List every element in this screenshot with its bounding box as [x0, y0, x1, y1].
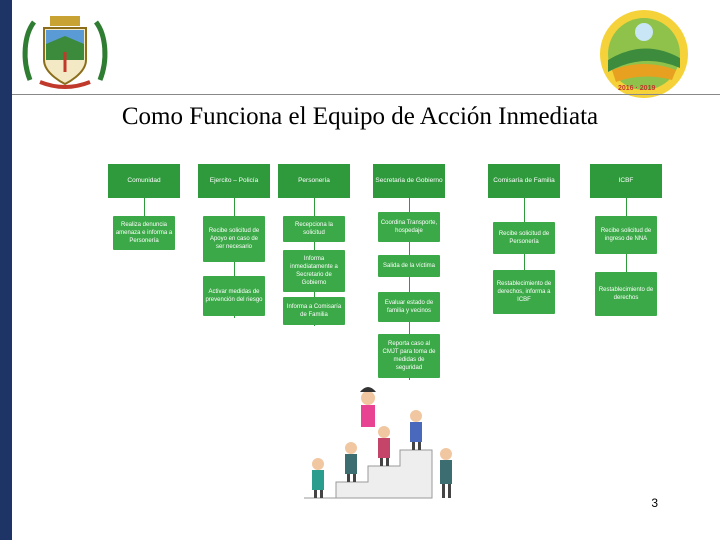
box-comunidad-1: Realiza denuncia amenaza e informa a Per…	[113, 216, 175, 250]
person-2	[345, 442, 357, 482]
header-comisaria: Comisaría de Familia	[488, 164, 560, 198]
column-secretaria: Secretaria de Gobierno	[373, 164, 445, 198]
box-personeria-1: Recepciona la solicitud	[283, 216, 345, 242]
box-secretaria-1: Coordina Transporte, hospedaje	[378, 212, 440, 242]
box-ejercito-2: Activar medidas de prevención del riesgo	[203, 276, 265, 316]
box-icbf-1: Recibe solicitud de ingreso de NNA	[595, 216, 657, 254]
header-icbf: ICBF	[590, 164, 662, 198]
header-comunidad: Comunidad	[108, 164, 180, 198]
header-secretaria: Secretaria de Gobierno	[373, 164, 445, 198]
box-ejercito-1: Recibe solicitud de Apoyo en caso de ser…	[203, 216, 265, 262]
column-icbf: ICBF	[590, 164, 662, 198]
box-secretaria-2: Salida de la víctima	[378, 255, 440, 277]
person-5	[360, 387, 376, 427]
title-divider	[12, 94, 720, 95]
person-3	[378, 426, 390, 466]
page-title: Como Funciona el Equipo de Acción Inmedi…	[0, 103, 720, 131]
team-stairs-illustration	[296, 378, 466, 506]
box-secretaria-4: Reporta caso al CMJT para toma de medida…	[378, 334, 440, 378]
coat-of-arms-logo	[20, 10, 110, 92]
person-1	[312, 458, 324, 498]
left-sidebar-bar	[0, 0, 12, 540]
box-comisaria-1: Recibe solicitud de Personería	[493, 222, 555, 254]
column-comunidad: Comunidad	[108, 164, 180, 198]
person-6	[440, 448, 452, 498]
header-ejercito: Ejercito – Policía	[198, 164, 270, 198]
column-ejercito: Ejercito – Policía	[198, 164, 270, 198]
box-personeria-2: Informa inmediatamente a Secretario de G…	[283, 250, 345, 292]
connector-comunidad	[144, 198, 145, 216]
svg-text:2016 · 2019: 2016 · 2019	[618, 85, 655, 92]
column-comisaria: Comisaría de Familia	[488, 164, 560, 198]
page-number: 3	[651, 496, 658, 510]
alcaldia-logo: 2016 · 2019	[598, 8, 690, 100]
column-personeria: Personería	[278, 164, 350, 198]
box-icbf-2: Restablecimiento de derechos	[595, 272, 657, 316]
box-secretaria-3: Evaluar estado de familia y vecinos	[378, 292, 440, 322]
header-personeria: Personería	[278, 164, 350, 198]
box-personeria-3: Informa a Comisaría de Familia	[283, 297, 345, 325]
box-comisaria-2: Restablecimiento de derechos, informa a …	[493, 270, 555, 314]
person-4	[410, 410, 422, 450]
